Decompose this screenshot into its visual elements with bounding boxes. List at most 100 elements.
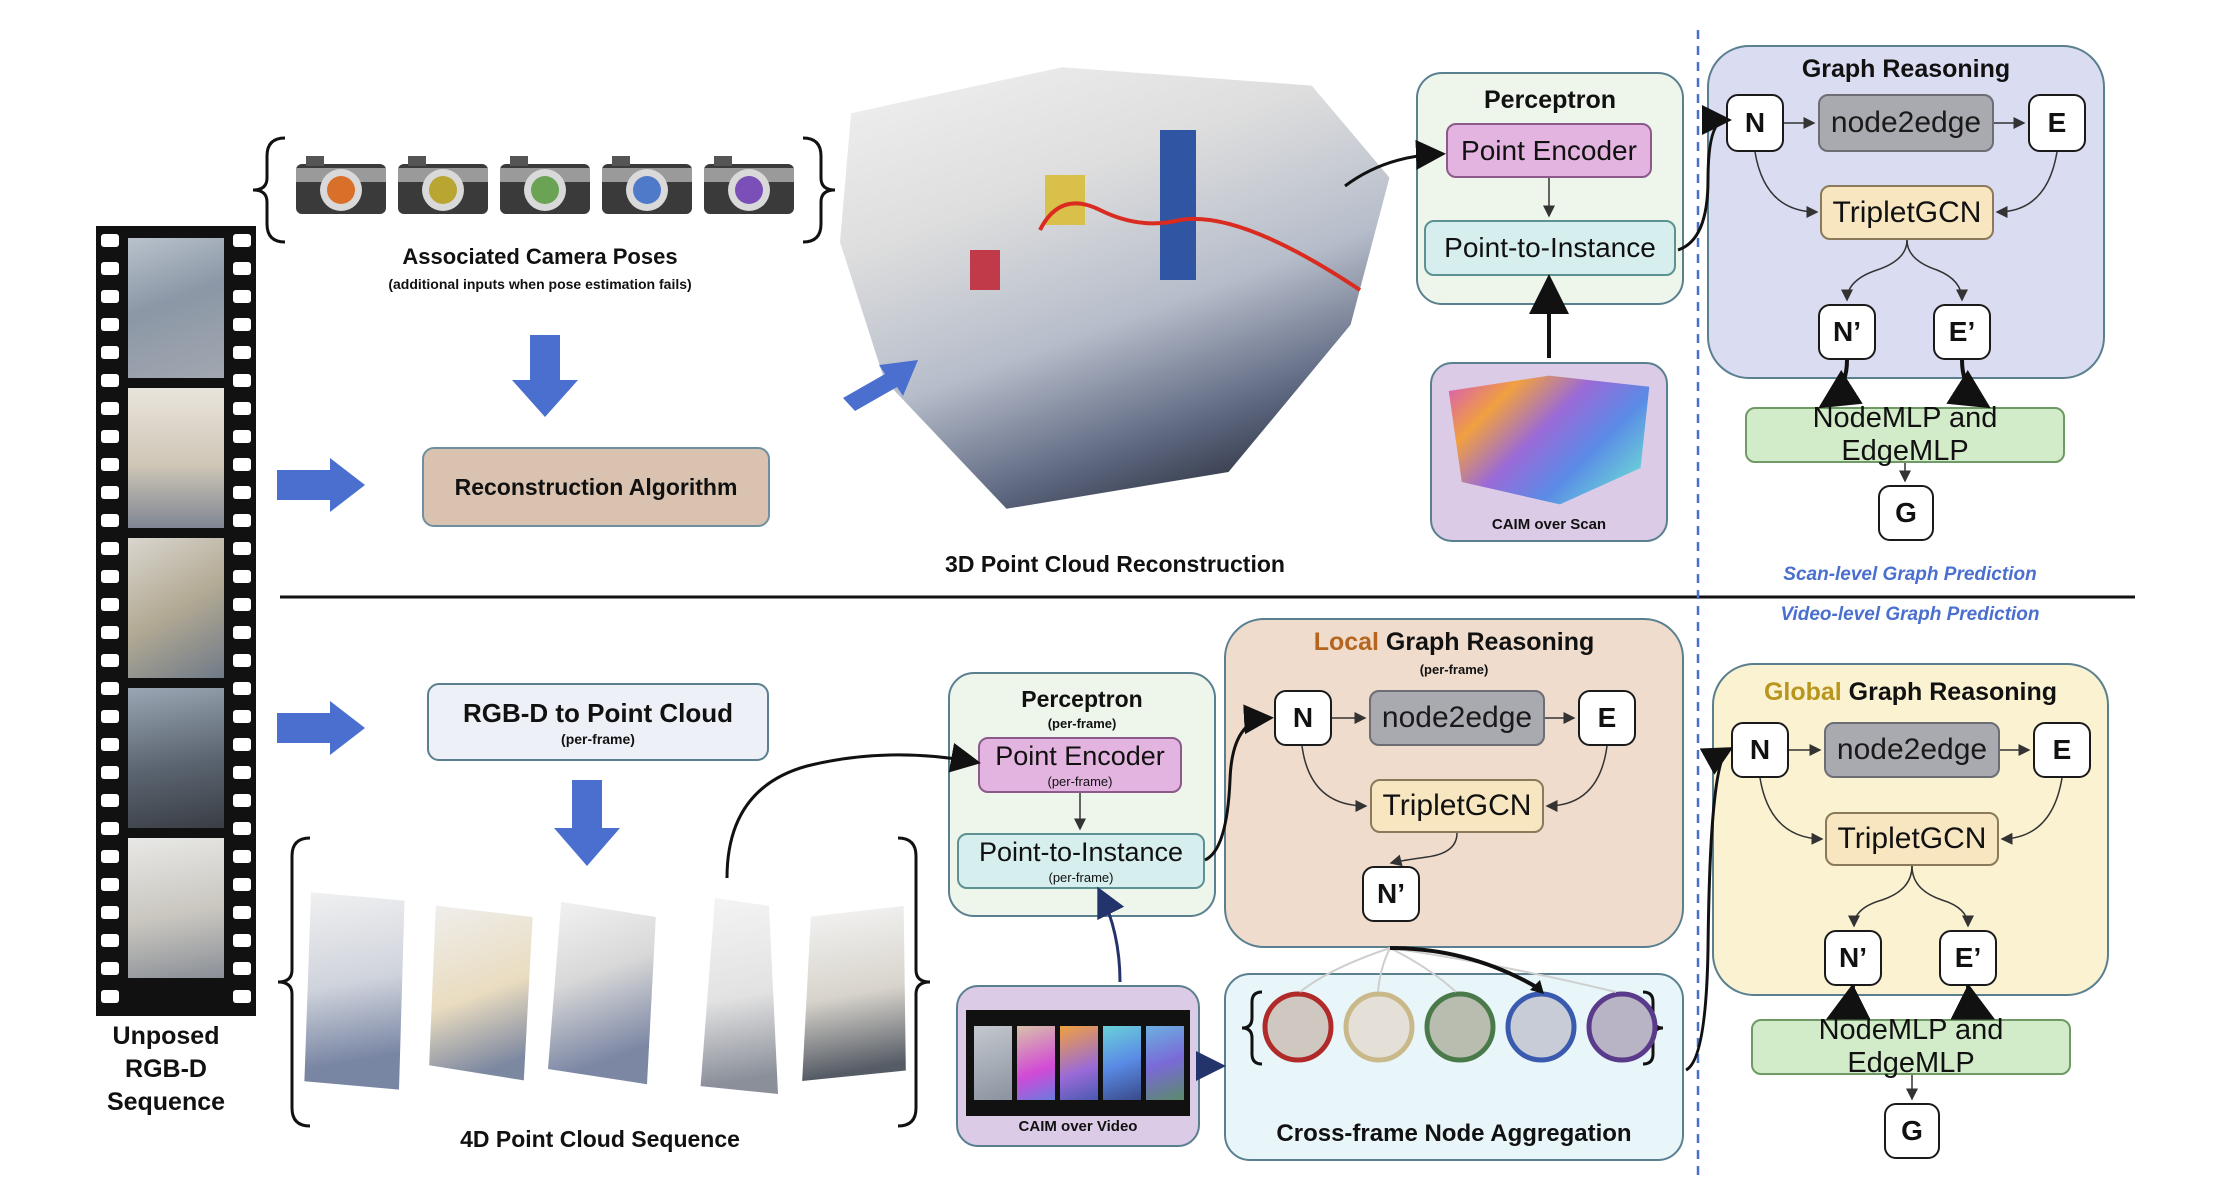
scan-point-encoder-box: Point Encoder — [1446, 123, 1652, 178]
camera-poses-title: Associated Camera Poses — [402, 244, 678, 269]
scan-node-g-label: G — [1895, 497, 1917, 528]
sequence-frame — [429, 905, 533, 1081]
rgbd-to-point-cloud-title: RGB-D to Point Cloud — [462, 697, 734, 728]
global-node-n-prime: N’ — [1824, 930, 1882, 986]
scan-node-e-label: E — [2047, 107, 2067, 138]
camera-icon — [398, 156, 488, 214]
scan-graph-reasoning-title: Graph Reasoning — [1801, 55, 2011, 83]
global-node-e-prime-label: E’ — [1954, 942, 1982, 973]
film-frame — [128, 388, 224, 528]
scan-node-e: E — [2028, 94, 2086, 152]
local-node-e-label: E — [1597, 702, 1617, 733]
global-node-g: G — [1884, 1103, 1940, 1159]
sequence-frame — [802, 906, 906, 1081]
film-caption-line: Unposed — [112, 1022, 220, 1050]
video-point-to-instance-label: Point-to-Instance — [978, 837, 1184, 867]
scan-node2edge-box: node2edge — [1818, 94, 1994, 152]
film-frame — [128, 688, 224, 828]
caim-frame — [1103, 1026, 1141, 1100]
global-node-n-label: N — [1749, 734, 1771, 765]
point-cloud-3d-caption: 3D Point Cloud Reconstruction — [945, 551, 1285, 577]
blue-arrow — [277, 458, 365, 512]
local-graph-reasoning-title: Local Graph Reasoning — [1224, 628, 1684, 657]
scan-point-encoder-label: Point Encoder — [1461, 134, 1637, 166]
global-node-e: E — [2033, 722, 2091, 778]
caim-frame — [1146, 1026, 1184, 1100]
sequence-frame — [548, 901, 656, 1085]
local-rest: Graph Reasoning — [1378, 628, 1595, 656]
global-graph-reasoning-title: Global Graph Reasoning — [1712, 678, 2109, 707]
local-tripletgcn-box: TripletGCN — [1370, 779, 1544, 833]
global-word: Global — [1763, 678, 1842, 706]
video-perceptron-sub: (per-frame) — [1047, 716, 1117, 731]
scan-caim-label: CAIM over Scan — [1491, 516, 1607, 533]
video-perceptron-title: Perceptron — [1021, 686, 1143, 712]
film-frame — [128, 538, 224, 678]
local-node-n: N — [1274, 690, 1332, 746]
scan-point-to-instance-label: Point-to-Instance — [1444, 232, 1656, 263]
reconstruction-algorithm-box: Reconstruction Algorithm — [422, 447, 770, 527]
camera-icon — [500, 156, 590, 214]
blue-arrow — [512, 335, 578, 417]
global-rest: Graph Reasoning — [1841, 678, 2058, 706]
global-node-e-label: E — [2052, 734, 2072, 765]
global-mlp-label: NodeMLP and EdgeMLP — [1818, 1014, 2004, 1079]
scan-node-e-prime-label: E’ — [1948, 316, 1976, 347]
global-mlp-box: NodeMLP and EdgeMLP — [1751, 1014, 2071, 1079]
local-graph-reasoning-sub: (per-frame) — [1419, 662, 1489, 677]
rgbd-to-point-cloud-sub: (per-frame) — [561, 730, 635, 747]
reconstruction-algorithm-label: Reconstruction Algorithm — [454, 473, 738, 500]
blue-arrow — [843, 360, 918, 411]
scan-node-n-prime: N’ — [1818, 304, 1876, 360]
video-caim-label: CAIM over Video — [1018, 1118, 1138, 1135]
blue-arrow — [554, 780, 620, 866]
film-frame — [128, 838, 224, 978]
sequence-caption: 4D Point Cloud Sequence — [460, 1126, 740, 1152]
sequence-frame — [700, 898, 778, 1094]
global-node2edge-label: node2edge — [1836, 733, 1988, 766]
local-node2edge-label: node2edge — [1381, 701, 1533, 734]
scan-node-n-prime-label: N’ — [1833, 316, 1861, 347]
film-caption-line: RGB-D — [125, 1055, 207, 1083]
scan-node2edge-label: node2edge — [1830, 106, 1982, 139]
scan-mlp-box: NodeMLP and EdgeMLP — [1745, 402, 2065, 467]
video-caim-film — [966, 1010, 1190, 1116]
film-strip — [96, 226, 256, 1016]
scan-node-n: N — [1726, 94, 1784, 152]
film-caption: Unposed RGB-D Sequence — [96, 1020, 236, 1119]
camera-poses-subtitle: (additional inputs when pose estimation … — [388, 276, 692, 292]
film-caption-line: Sequence — [106, 1088, 226, 1116]
local-node-n-prime: N’ — [1362, 866, 1420, 922]
camera-icon — [296, 156, 386, 214]
global-node-g-label: G — [1901, 1115, 1923, 1146]
scan-tripletgcn-label: TripletGCN — [1832, 195, 1982, 229]
global-node-n-prime-label: N’ — [1839, 942, 1867, 973]
scan-perceptron-title: Perceptron — [1484, 86, 1616, 114]
video-point-to-instance-box: Point-to-Instance (per-frame) — [957, 833, 1205, 889]
rgbd-to-point-cloud-box: RGB-D to Point Cloud (per-frame) — [427, 683, 769, 761]
caim-frame — [1017, 1026, 1055, 1100]
local-node2edge-box: node2edge — [1369, 690, 1545, 746]
local-word: Local — [1313, 628, 1379, 656]
global-tripletgcn-box: TripletGCN — [1825, 812, 1999, 866]
camera-icon — [704, 156, 794, 214]
video-point-encoder-label: Point Encoder — [995, 741, 1165, 771]
caim-frame — [1060, 1026, 1098, 1100]
global-tripletgcn-label: TripletGCN — [1837, 822, 1987, 855]
scan-level-label: Scan-level Graph Prediction — [1783, 564, 2037, 585]
film-frame — [128, 238, 224, 378]
local-node-n-label: N — [1292, 702, 1314, 733]
video-level-label: Video-level Graph Prediction — [1780, 604, 2040, 625]
scan-node-g: G — [1878, 485, 1934, 541]
scan-node-e-prime: E’ — [1933, 304, 1991, 360]
local-node-n-prime-label: N’ — [1377, 878, 1405, 909]
blue-arrow — [277, 701, 365, 755]
caim-frame — [974, 1026, 1012, 1100]
local-node-e: E — [1578, 690, 1636, 746]
